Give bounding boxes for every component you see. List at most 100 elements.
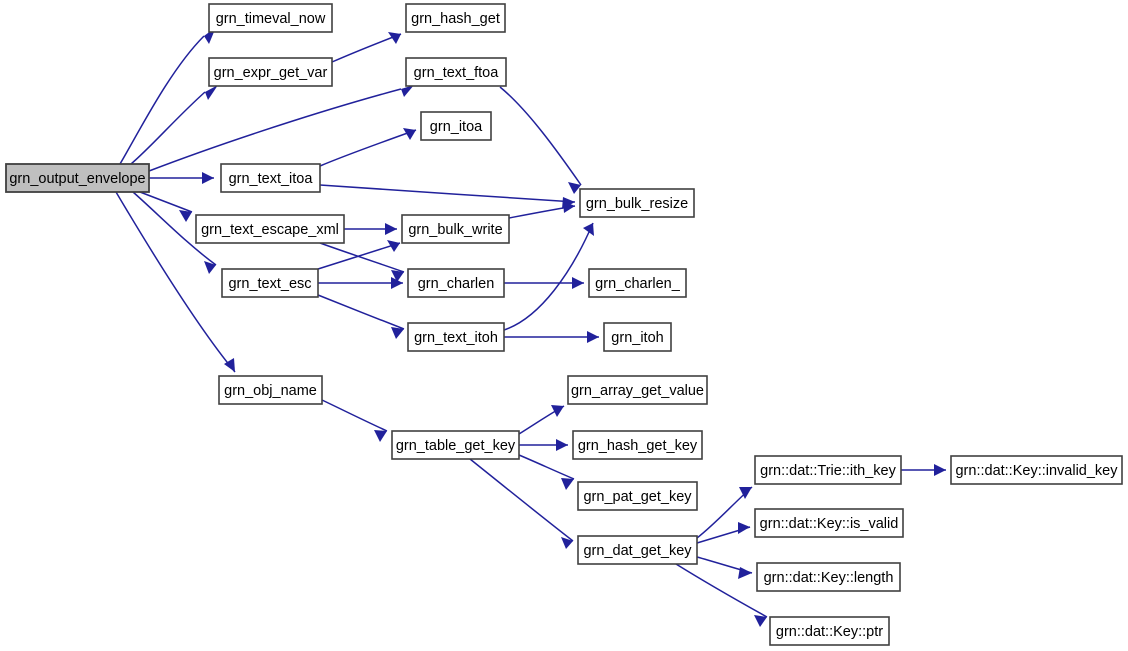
- node-label: grn_text_itoa: [229, 171, 314, 187]
- call-edge: [696, 556, 753, 579]
- node-box[interactable]: [603, 322, 672, 352]
- call-edge: [319, 242, 405, 282]
- graph-node-trie-ith-key[interactable]: grn::dat::Trie::ith_key: [754, 455, 902, 485]
- node-box[interactable]: [391, 430, 520, 460]
- arrowhead-icon: [391, 277, 403, 289]
- node-box[interactable]: [577, 481, 698, 511]
- arrowhead-icon: [561, 537, 573, 549]
- arrowhead-icon: [568, 182, 581, 194]
- node-box[interactable]: [208, 57, 333, 87]
- arrowhead-icon: [403, 128, 416, 140]
- graph-node-grn-timeval-now[interactable]: grn_timeval_now: [208, 3, 333, 33]
- arrowhead-icon: [561, 478, 574, 490]
- graph-node-grn-charlen-[interactable]: grn_charlen_: [588, 268, 687, 298]
- node-label: grn_expr_get_var: [214, 65, 328, 81]
- arrowhead-icon: [387, 240, 400, 252]
- node-box[interactable]: [405, 3, 506, 33]
- node-box[interactable]: [420, 111, 492, 141]
- arrowhead-icon: [204, 261, 216, 274]
- node-label: grn_bulk_write: [408, 222, 502, 238]
- edge-line: [319, 184, 576, 203]
- graph-node-grn-output-envelope[interactable]: grn_output_envelope: [5, 163, 150, 193]
- node-box[interactable]: [588, 268, 687, 298]
- arrowhead-icon: [401, 85, 414, 97]
- graph-node-grn-bulk-write[interactable]: grn_bulk_write: [401, 214, 510, 244]
- graph-node-grn-text-itoa[interactable]: grn_text_itoa: [220, 163, 321, 193]
- graph-node-grn-pat-get-key[interactable]: grn_pat_get_key: [577, 481, 698, 511]
- node-box[interactable]: [756, 562, 901, 592]
- graph-node-grn-expr-get-var[interactable]: grn_expr_get_var: [208, 57, 333, 87]
- arrowhead-icon: [385, 223, 397, 235]
- call-edge: [331, 32, 402, 63]
- node-box[interactable]: [572, 430, 703, 460]
- node-label: grn_text_ftoa: [414, 65, 500, 81]
- node-label: grn::dat::Key::ptr: [776, 624, 883, 640]
- graph-node-key-invalid-key[interactable]: grn::dat::Key::invalid_key: [950, 455, 1123, 485]
- graph-node-grn-text-ftoa[interactable]: grn_text_ftoa: [405, 57, 507, 87]
- node-box[interactable]: [407, 322, 505, 352]
- node-box[interactable]: [567, 375, 708, 405]
- call-edge: [504, 331, 599, 343]
- arrowhead-icon: [739, 487, 752, 499]
- graph-node-grn-hash-get[interactable]: grn_hash_get: [405, 3, 506, 33]
- graph-node-key-is-valid[interactable]: grn::dat::Key::is_valid: [754, 508, 904, 538]
- graph-node-grn-charlen[interactable]: grn_charlen: [407, 268, 505, 298]
- node-label: grn::dat::Trie::ith_key: [760, 463, 896, 479]
- node-box[interactable]: [579, 188, 695, 218]
- node-label: grn_dat_get_key: [583, 543, 692, 559]
- graph-node-grn-text-escape-xml[interactable]: grn_text_escape_xml: [195, 214, 345, 244]
- edge-line: [119, 35, 205, 165]
- graph-node-grn-table-get-key[interactable]: grn_table_get_key: [391, 430, 520, 460]
- node-label: grn_hash_get: [411, 11, 500, 27]
- call-edge: [319, 128, 417, 167]
- graph-node-grn-array-get-value[interactable]: grn_array_get_value: [567, 375, 708, 405]
- node-box[interactable]: [577, 535, 698, 565]
- node-box[interactable]: [208, 3, 333, 33]
- node-label: grn::dat::Key::length: [764, 570, 894, 586]
- edge-line: [132, 191, 217, 266]
- edge-line: [675, 563, 768, 618]
- node-box[interactable]: [754, 508, 904, 538]
- node-box[interactable]: [950, 455, 1123, 485]
- graph-node-grn-text-itoh[interactable]: grn_text_itoh: [407, 322, 505, 352]
- node-box[interactable]: [195, 214, 345, 244]
- node-box[interactable]: [220, 163, 321, 193]
- call-edge: [499, 86, 582, 194]
- graph-node-grn-itoh[interactable]: grn_itoh: [603, 322, 672, 352]
- node-label: grn_table_get_key: [396, 438, 516, 454]
- arrowhead-icon: [583, 223, 594, 236]
- arrowhead-icon: [754, 615, 767, 627]
- node-box[interactable]: [221, 268, 319, 298]
- node-box[interactable]: [218, 375, 323, 405]
- graph-node-grn-text-esc[interactable]: grn_text_esc: [221, 268, 319, 298]
- node-box[interactable]: [407, 268, 505, 298]
- graph-node-grn-bulk-resize[interactable]: grn_bulk_resize: [579, 188, 695, 218]
- call-edge: [696, 522, 751, 544]
- node-box[interactable]: [401, 214, 510, 244]
- graph-node-grn-hash-get-key[interactable]: grn_hash_get_key: [572, 430, 703, 460]
- call-edge: [508, 201, 576, 219]
- graph-node-grn-itoa[interactable]: grn_itoa: [420, 111, 492, 141]
- node-box[interactable]: [405, 57, 507, 87]
- graph-node-grn-dat-get-key[interactable]: grn_dat_get_key: [577, 535, 698, 565]
- arrowhead-icon: [572, 277, 584, 289]
- arrowhead-icon: [551, 405, 564, 417]
- call-edge: [503, 222, 594, 331]
- call-edge: [321, 399, 388, 442]
- edge-line: [130, 91, 206, 165]
- graph-node-grn-obj-name[interactable]: grn_obj_name: [218, 375, 323, 405]
- edge-line: [499, 86, 582, 186]
- node-box[interactable]: [754, 455, 902, 485]
- node-label: grn_charlen_: [595, 276, 681, 292]
- node-box[interactable]: [5, 163, 150, 193]
- call-edge: [319, 184, 576, 209]
- graph-node-key-ptr[interactable]: grn::dat::Key::ptr: [769, 616, 890, 646]
- call-edge: [344, 223, 397, 235]
- node-box[interactable]: [769, 616, 890, 646]
- graph-node-key-length[interactable]: grn::dat::Key::length: [756, 562, 901, 592]
- edge-line: [503, 222, 594, 331]
- node-label: grn_text_esc: [228, 276, 311, 292]
- node-label: grn::dat::Key::is_valid: [760, 516, 899, 532]
